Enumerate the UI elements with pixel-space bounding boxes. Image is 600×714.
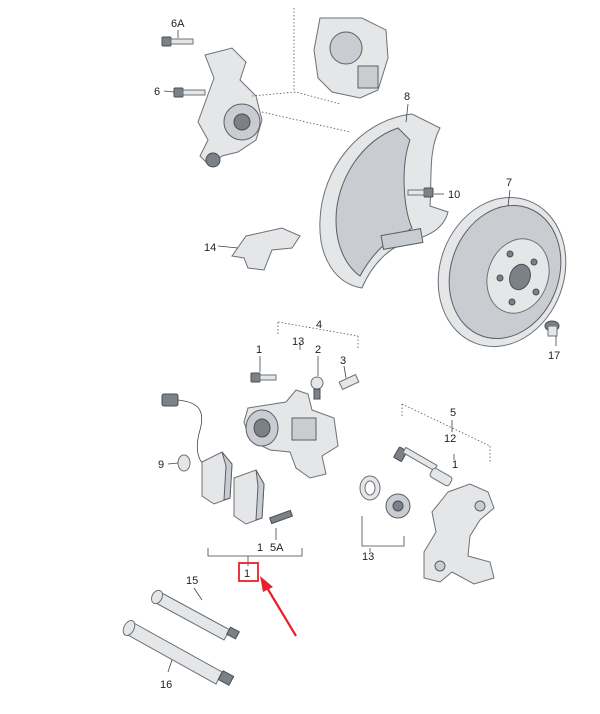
label-1-guide: 1 (452, 459, 458, 471)
label-4: 4 (316, 319, 322, 331)
boot-13[interactable] (385, 493, 411, 519)
label-13-top: 13 (292, 336, 304, 348)
bolt-6a[interactable] (161, 36, 194, 47)
brake-pad-outer[interactable] (233, 469, 265, 525)
label-14: 14 (204, 242, 216, 254)
ring-13[interactable] (359, 475, 381, 501)
label-10: 10 (448, 189, 460, 201)
screw-17[interactable] (544, 320, 560, 337)
label-1-caliper: 1 (256, 344, 262, 356)
label-7: 7 (506, 177, 512, 189)
brake-pad-inner[interactable] (201, 451, 233, 505)
guide-bolt-1[interactable] (393, 446, 438, 472)
label-2: 2 (315, 344, 321, 356)
clip-5a[interactable] (268, 509, 294, 525)
label-5: 5 (450, 407, 456, 419)
cap-3[interactable] (338, 373, 360, 391)
label-9: 9 (158, 459, 164, 471)
bolt-6[interactable] (173, 87, 206, 98)
label-1-pads: 1 (257, 542, 263, 554)
grease-tube-15[interactable] (149, 588, 240, 641)
guide-pin-12[interactable] (429, 467, 453, 487)
bleeder-valve-2[interactable] (310, 376, 324, 400)
label-5a: 5A (270, 542, 284, 554)
grease-tube-16[interactable] (121, 619, 235, 686)
label-6a: 6A (171, 18, 185, 30)
label-1-highlighted: 1 (244, 568, 250, 580)
label-13-bottom: 13 (362, 551, 374, 563)
bolt-10[interactable] (407, 187, 434, 198)
label-15: 15 (186, 575, 198, 587)
caliper-carrier[interactable] (423, 483, 495, 585)
label-12: 12 (444, 433, 456, 445)
brake-disc[interactable] (418, 179, 587, 364)
bolt-1-caliper[interactable] (250, 372, 277, 383)
caliper-carrier-top[interactable] (313, 17, 389, 99)
label-3: 3 (340, 355, 346, 367)
brake-caliper[interactable] (243, 389, 339, 479)
red-arrow-icon (260, 576, 297, 637)
wheel-bearing-housing[interactable] (197, 47, 263, 168)
label-8: 8 (404, 91, 410, 103)
label-16: 16 (160, 679, 172, 691)
highlight-box (238, 562, 259, 582)
label-17: 17 (548, 350, 560, 362)
splash-shield[interactable] (319, 113, 449, 289)
label-6: 6 (154, 86, 160, 98)
bracket-14[interactable] (231, 227, 301, 271)
